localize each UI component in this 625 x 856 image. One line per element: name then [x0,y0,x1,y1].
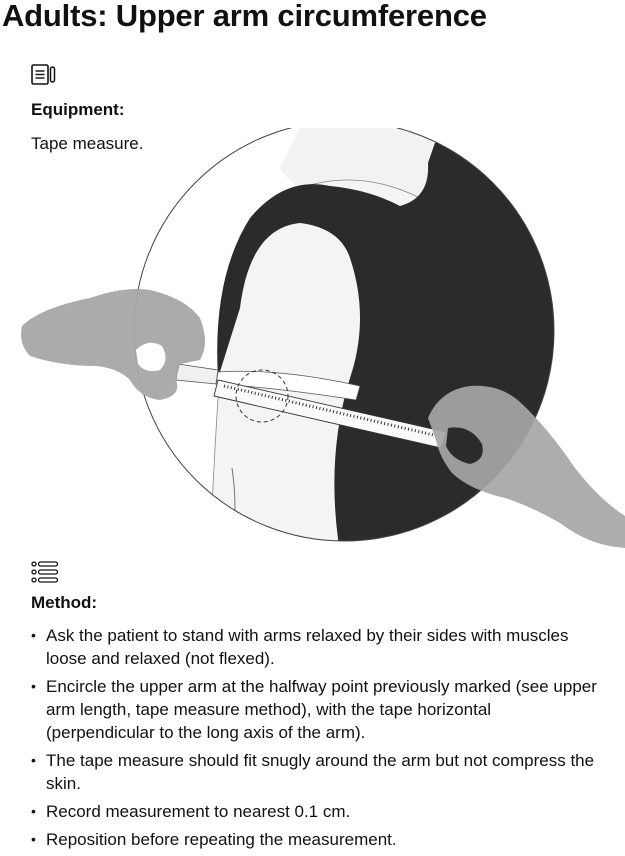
equipment-label: Equipment: [31,100,125,119]
equipment-text: Tape measure. [31,134,144,153]
left-hand [21,289,205,400]
method-step: Ask the patient to stand with arms relax… [31,624,601,670]
method-step: Record measurement to nearest 0.1 cm. [31,800,601,823]
method-label: Method: [31,593,98,612]
arm-measurement-illustration [21,128,625,548]
method-step: Reposition before repeating the measurem… [31,828,601,851]
tape-measure [175,363,447,449]
page-title: Adults: Upper arm circumference [2,0,487,33]
list-icon [31,561,59,583]
measurement-point-circle [235,369,289,423]
method-step: Encircle the upper arm at the halfway po… [31,675,601,744]
method-steps: Ask the patient to stand with arms relax… [31,624,601,856]
document-list-icon [31,64,56,85]
method-step: The tape measure should fit snugly aroun… [31,749,601,795]
right-hand [428,385,625,548]
